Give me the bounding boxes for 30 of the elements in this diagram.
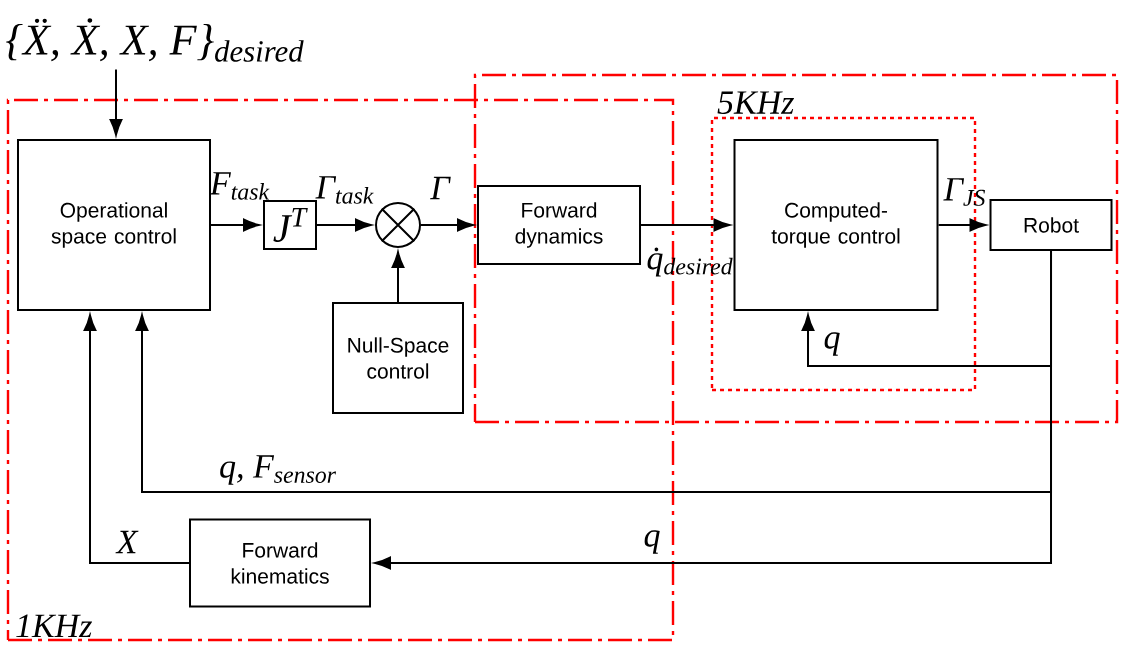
process-box: Robot bbox=[989, 199, 1113, 251]
frequency-label: 1KHz bbox=[16, 614, 92, 637]
arrow bbox=[420, 218, 474, 232]
edge-label: q̇$_{desired}$ bbox=[647, 247, 733, 277]
process-box: Null-Space control bbox=[332, 302, 464, 414]
process-box: J$^{T}$ bbox=[263, 200, 317, 250]
process-box: Operational space control bbox=[17, 139, 211, 311]
edge-label: Γ$_{JS}$ bbox=[943, 178, 986, 206]
arrow bbox=[83, 314, 190, 564]
frequency-label: 5KHz bbox=[717, 91, 795, 114]
arrow bbox=[640, 218, 731, 232]
arrow bbox=[391, 251, 405, 303]
arrow bbox=[109, 68, 123, 136]
process-box: Forward kinematics bbox=[189, 518, 371, 608]
edge-label: F$_{task}$ bbox=[209, 172, 270, 200]
edge-label: q bbox=[644, 530, 660, 554]
process-box: Computed-torque control bbox=[733, 139, 939, 311]
arrow bbox=[937, 218, 987, 232]
multiplier-circle bbox=[375, 202, 421, 248]
edge-label: q bbox=[824, 332, 840, 356]
process-box: Forward dynamics bbox=[477, 185, 641, 265]
edge-label: Γ$_{task}$ bbox=[315, 176, 374, 204]
input-label: {Ẍ, Ẋ, X, F}$_{desired}$ bbox=[6, 18, 304, 62]
arrow bbox=[210, 218, 260, 232]
edge-label: q, F$_{sensor}$ bbox=[220, 455, 337, 485]
dash-dot-frame bbox=[473, 73, 1119, 424]
edge-label: X bbox=[115, 530, 139, 554]
edge-label: Γ bbox=[430, 176, 451, 200]
arrow bbox=[316, 218, 372, 232]
arrow bbox=[374, 250, 1052, 570]
